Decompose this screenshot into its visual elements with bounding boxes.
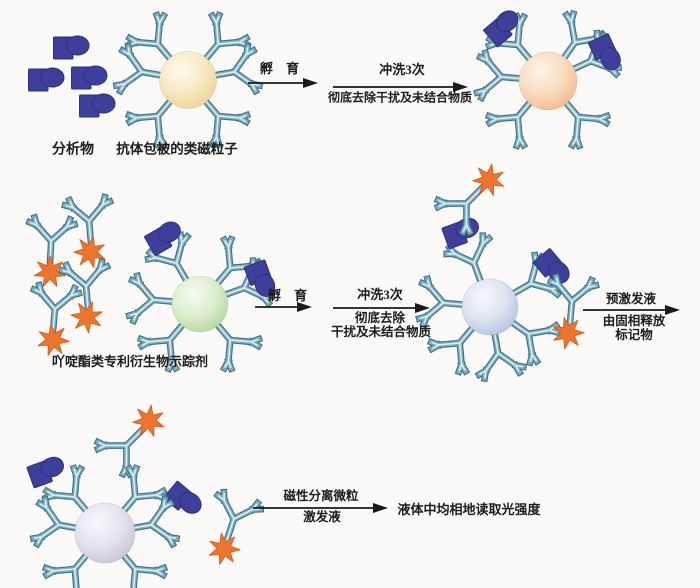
magnetic-particle-icon bbox=[74, 502, 136, 564]
magnetic-particle-icon bbox=[518, 51, 578, 111]
separation-label-bottom: 激发液 bbox=[303, 510, 341, 525]
antibody-icon bbox=[129, 276, 178, 325]
antibody-icon bbox=[62, 262, 111, 311]
readout-label: 液体中均相地读取光强度 bbox=[397, 501, 541, 517]
incubate1-label: 孵 育 bbox=[259, 60, 305, 76]
analyte-icon bbox=[25, 453, 69, 489]
antibody-icon bbox=[472, 327, 524, 380]
arrow-right-icon bbox=[333, 82, 468, 92]
magnetic-particle-icon bbox=[461, 278, 519, 336]
antibody-coated-particle bbox=[116, 12, 261, 148]
particle-with-bound-analyte bbox=[477, 6, 625, 149]
separation-label-top: 磁性分离微粒 bbox=[283, 489, 359, 504]
released-components bbox=[25, 402, 262, 567]
acridinium-star-icon bbox=[205, 530, 243, 567]
antibody-icon bbox=[477, 53, 526, 102]
antibody-icon bbox=[547, 277, 596, 326]
arrow-right-icon bbox=[255, 302, 312, 312]
analyte-cluster bbox=[28, 35, 116, 118]
analyte-icon bbox=[28, 67, 65, 92]
sandwich-complex bbox=[419, 161, 596, 380]
antibody-icon bbox=[30, 285, 79, 334]
pretrigger-label-bottom: 标记物 bbox=[615, 328, 653, 343]
analyte-icon bbox=[71, 65, 108, 90]
pretrigger-label-mid: 由固相释放 bbox=[602, 314, 666, 329]
arrow-right-icon bbox=[253, 503, 388, 513]
particle-label: 抗体包被的类磁粒子 bbox=[116, 141, 238, 157]
tracer-cluster bbox=[27, 197, 113, 357]
magnetic-particle-icon bbox=[159, 51, 217, 109]
wash1-label-top: 冲洗3次 bbox=[379, 61, 425, 77]
analyte-icon bbox=[53, 35, 90, 60]
tracer-label: 吖啶酯类专利衍生物示踪剂 bbox=[51, 353, 209, 369]
pretrigger-label-top: 预激发液 bbox=[605, 292, 657, 307]
wash2-label-bottom: 干扰及未结合物质 bbox=[330, 325, 432, 340]
magnetic-particle-icon bbox=[171, 275, 229, 333]
wash2-label-top: 冲洗3次 bbox=[357, 286, 403, 302]
particle-with-bound-analyte bbox=[129, 217, 279, 372]
incubate2-label: 孵 育 bbox=[267, 287, 313, 303]
wash2-label-mid: 彻底去除 bbox=[354, 311, 406, 326]
arrow-right-icon bbox=[248, 78, 318, 88]
antibody-icon bbox=[419, 279, 468, 328]
arrow-right-icon bbox=[333, 303, 430, 313]
analyte-icon bbox=[79, 93, 116, 118]
stripped-particle bbox=[33, 465, 178, 588]
analyte-label: 分析物 bbox=[52, 142, 94, 158]
arrow-right-icon bbox=[583, 305, 680, 315]
wash1-label-bottom: 彻底去除干扰及未结合物质 bbox=[327, 90, 473, 105]
